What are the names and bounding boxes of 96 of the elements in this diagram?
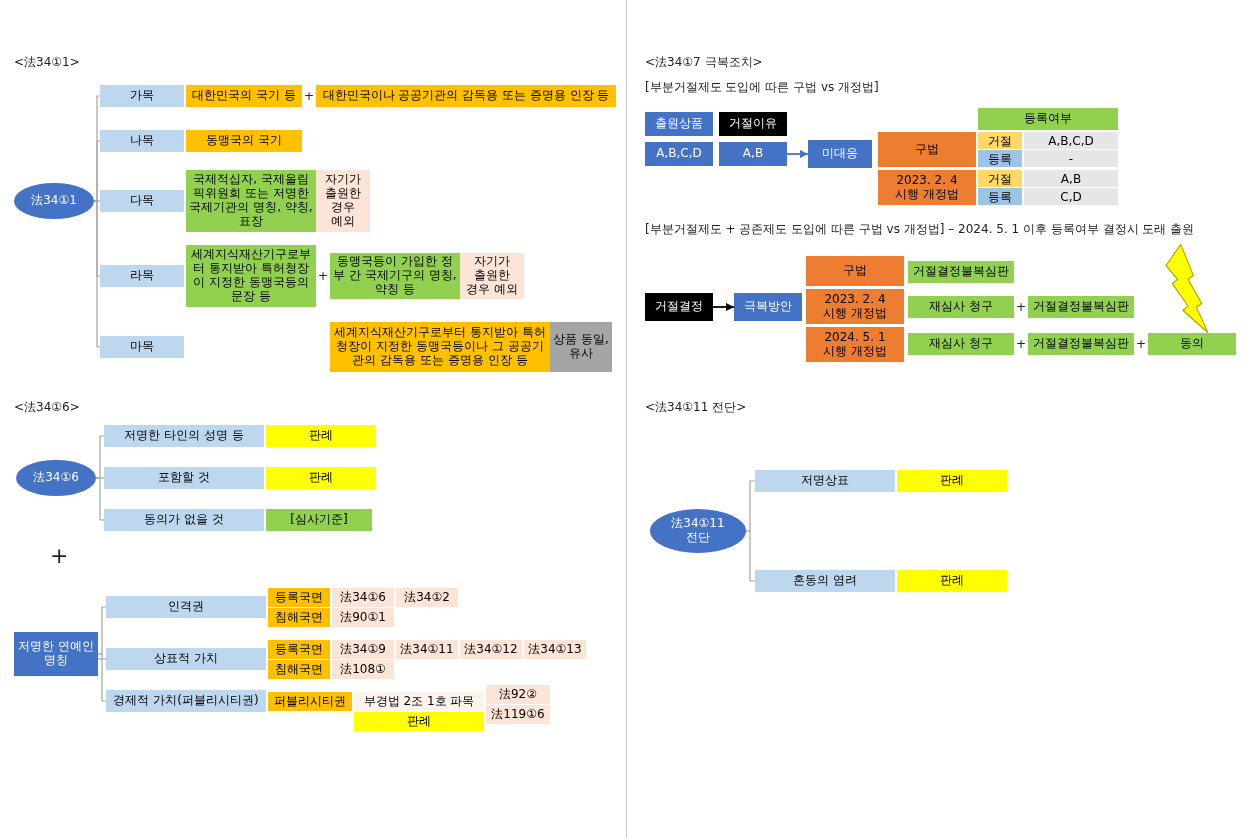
table-cell: A,B <box>1024 170 1118 187</box>
note-box: 상품 동일, 유사 <box>550 322 612 372</box>
note-box: 法92② <box>486 685 550 704</box>
table-cell: 거절 <box>978 132 1022 149</box>
connector-line <box>97 658 107 660</box>
content-box: 동의 <box>1148 333 1236 355</box>
category-box: 인격권 <box>106 596 266 618</box>
content-box: 재심사 청구 <box>908 333 1014 355</box>
row-header: 구법 <box>806 256 904 286</box>
content-box: 부경법 2조 1호 파목 <box>354 692 484 711</box>
case-box: 판례 <box>897 470 1007 492</box>
process-box: A,B,C,D <box>645 142 713 166</box>
plus-sign: + <box>1136 337 1147 352</box>
plus-sign: + <box>304 89 315 104</box>
note-box: 法34①9 <box>332 640 394 659</box>
section-heading: <法34①11 전단> <box>645 400 747 415</box>
connector-line <box>95 477 105 521</box>
topic-oval: 法34①1 <box>14 183 94 219</box>
case-box: 판례 <box>266 467 376 489</box>
category-box: 나목 <box>100 130 184 152</box>
connector-line <box>93 200 101 348</box>
category-box: 포함할 것 <box>104 467 264 489</box>
section-heading: <法34①6> <box>14 400 80 415</box>
section-subheading: [부분거절제도 도입에 따른 구법 vs 개정법] <box>645 80 879 95</box>
note-box: 法119①6 <box>486 705 550 724</box>
table-cell: C,D <box>1024 188 1118 205</box>
topic-box: 저명한 연예인 명칭 <box>14 632 98 676</box>
category-box: 라목 <box>100 265 184 287</box>
note-box: 法90①1 <box>332 608 394 627</box>
note-box: 法34①6 <box>332 588 394 607</box>
content-box: 등록국면 <box>268 588 330 607</box>
process-box: 거절결정 <box>645 293 713 321</box>
category-box: 가목 <box>100 85 184 107</box>
content-box: 등록국면 <box>268 640 330 659</box>
process-box: 극복방안 <box>734 293 802 321</box>
category-box: 동의가 없을 것 <box>104 509 264 531</box>
section-heading: <法34①1> <box>14 55 80 70</box>
content-box: 퍼블리시티권 <box>268 692 352 711</box>
content-box: 재심사 청구 <box>908 296 1014 318</box>
row-header: 구법 <box>878 132 976 167</box>
content-box: 세계지식재산기구로부터 통지받아 특허청장이 지정한 동맹국등이나 그 공공기관의 감독용 또는 증명용 인장 등 <box>330 322 550 372</box>
row-header: 2023. 2. 4 시행 개정법 <box>806 289 904 324</box>
content-box: 침해국면 <box>268 660 330 679</box>
process-box: 출원상품 <box>645 112 713 136</box>
plus-sign: + <box>1016 300 1027 315</box>
category-box: 다목 <box>100 190 184 212</box>
section-heading: <法34①7 극복조치> <box>645 55 763 70</box>
section-subheading: [부분거절제도 + 공존제도 도입에 따른 구법 vs 개정법] – 2024. 5. 1 이후 등록여부 결정시 도래 출원 <box>645 222 1195 237</box>
content-box: 거절결정불복심판 <box>908 261 1014 283</box>
content-box: [심사기준] <box>266 509 372 531</box>
process-box: 거절이유 <box>719 112 787 136</box>
category-box: 혼동의 염려 <box>755 570 895 592</box>
category-box: 마목 <box>100 336 184 358</box>
topic-oval: 法34①11 전단 <box>650 509 746 553</box>
note-box: 法34①2 <box>396 588 458 607</box>
plus-sign: + <box>318 269 329 284</box>
case-box: 판례 <box>897 570 1007 592</box>
process-box: 미대응 <box>808 140 872 168</box>
content-box: 대한민국이나 공공기관의 감독용 또는 증명용 인장 등 <box>316 85 616 107</box>
content-box: 거절결정불복심판 <box>1028 333 1134 355</box>
content-box: 대한민국의 국기 등 <box>186 85 302 107</box>
category-box: 저명상표 <box>755 470 895 492</box>
content-box: 세계지식재산기구로부터 통지받아 특허청장이 지정한 동맹국등의 문장 등 <box>186 245 316 307</box>
category-box: 상표적 가치 <box>106 648 266 670</box>
plus-sign: + <box>1016 337 1027 352</box>
row-header: 2024. 5. 1 시행 개정법 <box>806 327 904 362</box>
connector-line <box>93 140 101 202</box>
note-box: 法108① <box>332 660 394 679</box>
case-box: 판례 <box>354 712 484 731</box>
category-box: 저명한 타인의 성명 등 <box>104 425 264 447</box>
note-box: 法34①11 <box>396 640 458 659</box>
table-cell: A,B,C,D <box>1024 132 1118 149</box>
table-header: 등록여부 <box>978 108 1118 130</box>
note-box: 자기가 출원한 경우 예외 <box>460 253 524 299</box>
table-cell: 거절 <box>978 170 1022 187</box>
row-header: 2023. 2. 4 시행 개정법 <box>878 170 976 205</box>
topic-oval: 法34①6 <box>16 460 96 496</box>
content-box: 동맹국의 국기 <box>186 130 302 152</box>
category-box: 경제적 가치(퍼블리시티권) <box>106 690 266 712</box>
table-cell: - <box>1024 150 1118 167</box>
connector-line <box>97 653 107 702</box>
note-box: 法34①13 <box>524 640 586 659</box>
process-box: A,B <box>719 142 787 166</box>
content-box: 국제적십자, 국제올림픽위원회 또는 저명한 국제기관의 명칭, 약칭, 표장 <box>186 170 316 232</box>
connector-line <box>745 530 756 582</box>
note-box: 法34①12 <box>460 640 522 659</box>
plus-sign: + <box>50 543 69 570</box>
content-box: 거절결정불복심판 <box>1028 296 1134 318</box>
table-cell: 등록 <box>978 188 1022 205</box>
arrow <box>786 150 809 158</box>
case-box: 판례 <box>266 425 376 447</box>
arrow <box>712 303 735 311</box>
content-box: 동맹국등이 가입한 정부 간 국제기구의 명칭, 약칭 등 <box>330 253 460 299</box>
content-box: 침해국면 <box>268 608 330 627</box>
table-cell: 등록 <box>978 150 1022 167</box>
note-box: 자기가 출원한 경우 예외 <box>316 170 370 232</box>
